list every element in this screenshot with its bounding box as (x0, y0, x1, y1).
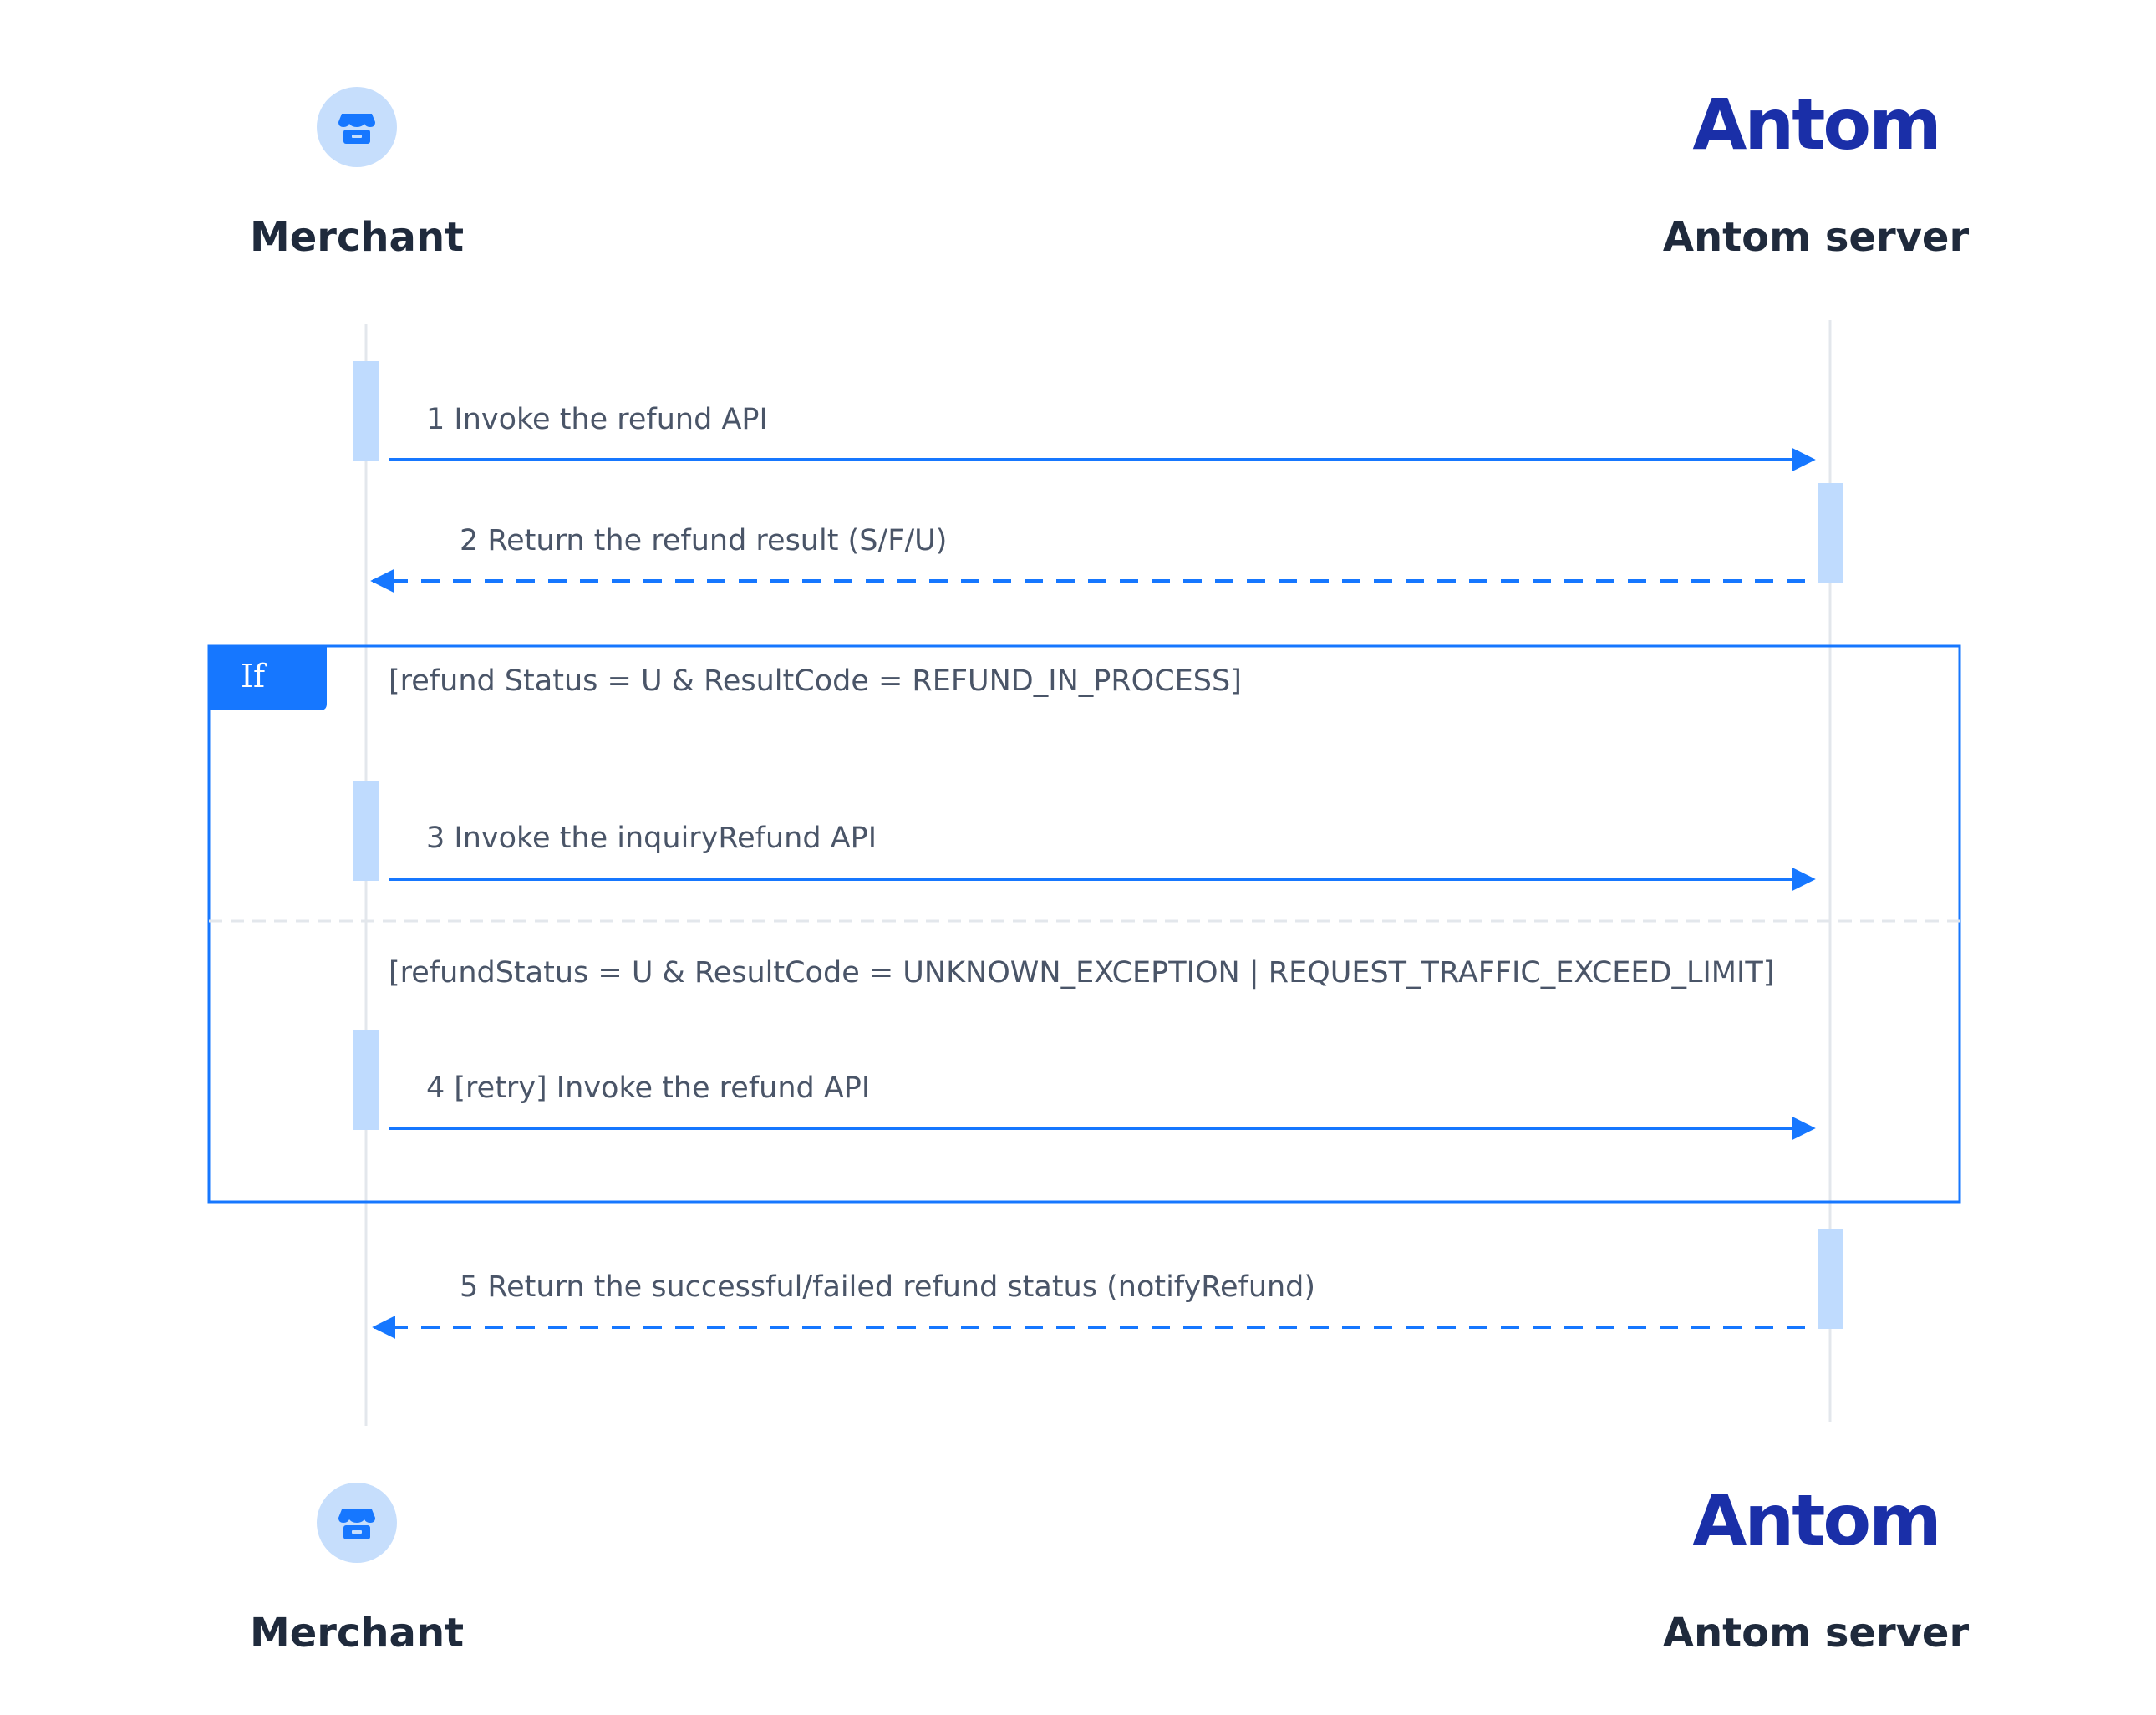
merchant-activation-bar (353, 781, 379, 881)
message-label-1: 1 Invoke the refund API (426, 403, 768, 436)
frame-guard-1: [refund Status = U & ResultCode = REFUND… (389, 664, 1242, 698)
antom-activation-bar (1818, 1229, 1843, 1329)
frame-guard-2: [refundStatus = U & ResultCode = UNKNOWN… (389, 956, 1774, 990)
alt-frame (207, 644, 1961, 1204)
merchant-participant-bottom: Merchant (250, 1483, 464, 1656)
message-label-2: 2 Return the refund result (S/F/U) (460, 524, 947, 557)
message-label-3: 3 Invoke the inquiryRefund API (426, 822, 877, 855)
merchant-name: Merchant (250, 214, 464, 261)
antom-logo: Antom (1692, 1479, 1939, 1561)
antom-logo: Antom (1692, 84, 1939, 165)
merchant-participant-top: Merchant (250, 87, 464, 261)
merchant-activation-bar (353, 1030, 379, 1130)
frame-tag (209, 646, 327, 710)
merchant-name: Merchant (250, 1610, 464, 1656)
message-label-4: 4 [retry] Invoke the refund API (426, 1071, 870, 1105)
antom-participant-top: Antom Antom server (1663, 84, 1970, 261)
frame-tag-label: If (241, 658, 267, 695)
merchant-activation-bar (353, 361, 379, 461)
antom-name: Antom server (1663, 214, 1970, 261)
antom-name: Antom server (1663, 1610, 1970, 1656)
message-label-5: 5 Return the successful/failed refund st… (460, 1270, 1315, 1304)
antom-activation-bar (1818, 483, 1843, 583)
antom-participant-bottom: Antom Antom server (1663, 1479, 1970, 1656)
